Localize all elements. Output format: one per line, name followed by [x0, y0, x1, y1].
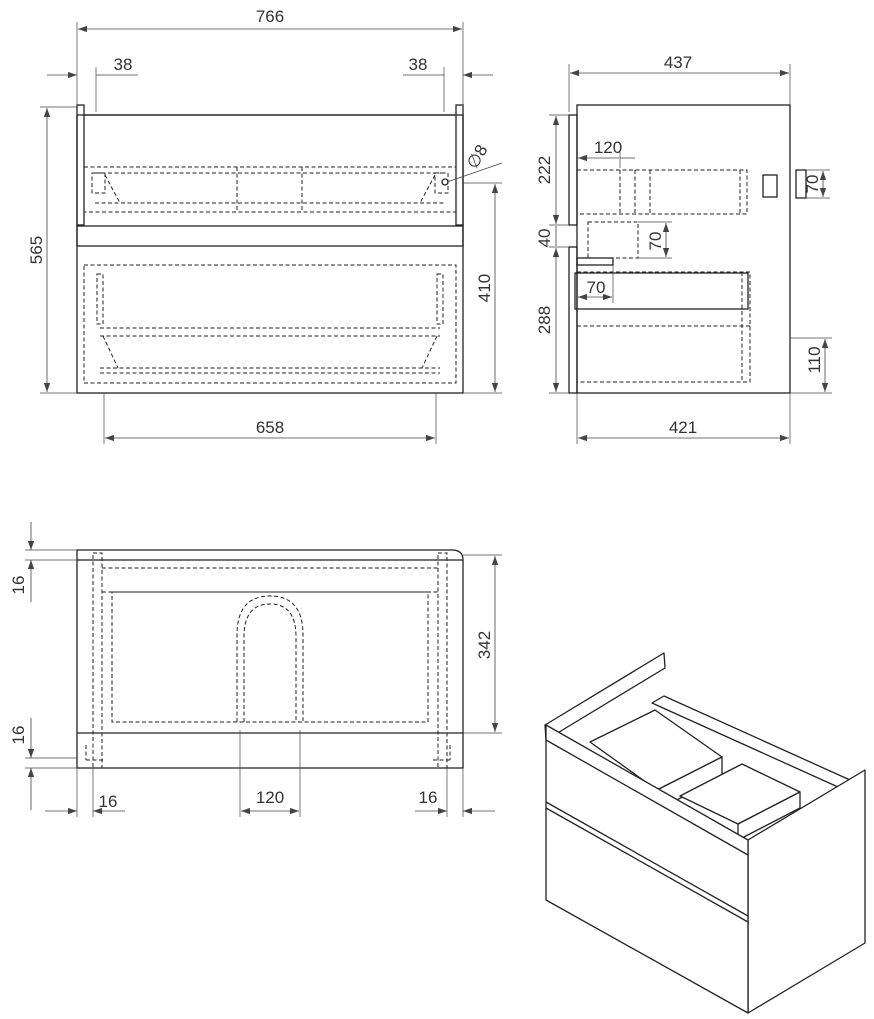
front-view-outline — [76, 114, 464, 394]
front-right-offset-label: 38 — [409, 55, 428, 74]
side-notch-width-label: 70 — [587, 278, 606, 297]
top-drawer-hidden — [83, 166, 457, 213]
side-top-drawer-height-label: 222 — [535, 156, 554, 184]
side-gap-label: 40 — [535, 229, 554, 248]
side-front-panel-bottom — [568, 246, 578, 394]
front-height-label: 565 — [27, 236, 46, 264]
side-outlet-height-label: 70 — [803, 175, 822, 194]
front-middle-band — [76, 225, 464, 247]
side-depth-label: 437 — [664, 53, 692, 72]
front-view: ∅8 766 38 38 565 410 658 — [27, 7, 503, 444]
side-front-panel-top — [568, 114, 578, 226]
side-top-drawer-hidden — [576, 169, 748, 215]
top-right-side-label: 16 — [419, 788, 438, 807]
top-depth-label: 342 — [475, 631, 494, 659]
isometric-view — [544, 652, 866, 1014]
front-right-post — [455, 104, 464, 226]
side-bottom-drawer-height-label: 288 — [535, 306, 554, 334]
front-left-post — [76, 104, 85, 226]
side-cutout-depth-label: 120 — [594, 138, 622, 157]
top-view: 342 16 16 16 16 120 — [9, 522, 502, 817]
side-notch-height-label: 70 — [646, 232, 665, 251]
front-left-offset-label: 38 — [114, 55, 133, 74]
bottom-drawer-hidden — [83, 264, 457, 384]
top-cutout-arch — [236, 595, 304, 722]
top-front-thickness-label: 16 — [9, 576, 28, 595]
front-inner-width-label: 658 — [256, 418, 284, 437]
top-view-outline — [76, 549, 464, 769]
top-cutout-width-label: 120 — [256, 788, 284, 807]
side-inner-depth-label: 421 — [669, 418, 697, 437]
iso-bottom-drawer-front — [545, 807, 749, 1014]
side-back-height-label: 110 — [805, 346, 824, 373]
front-width-label: 766 — [256, 7, 284, 26]
pipe-diameter-label: ∅8 — [463, 141, 492, 172]
front-body-height-label: 410 — [475, 274, 494, 302]
top-back-thickness-label: 16 — [9, 726, 28, 745]
top-left-side-label: 16 — [99, 792, 118, 811]
side-view: 437 120 222 40 288 70 70 70 110 — [535, 53, 832, 444]
